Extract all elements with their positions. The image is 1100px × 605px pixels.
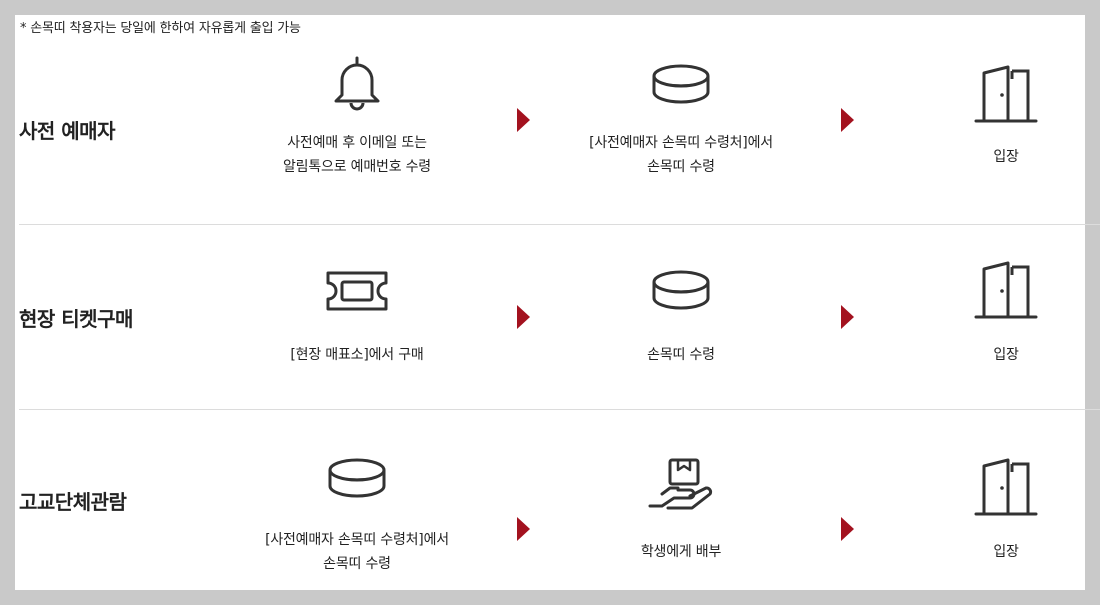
step-arrow-icon bbox=[841, 305, 854, 329]
step-receive-wristband: 손목띠 수령 bbox=[551, 225, 811, 409]
wristband-icon bbox=[652, 270, 710, 310]
step-caption-line1: 손목띠 수령 bbox=[647, 347, 715, 363]
step-receive-wristband: [사전예매자 손목띠 수령처]에서 손목띠 수령 bbox=[227, 410, 487, 590]
row-onsite-purchase: 현장 티켓구매 [현장 매표소]에서 구매 손목띠 수령 bbox=[19, 225, 1085, 409]
step-arrow-icon bbox=[517, 108, 530, 132]
bell-icon bbox=[334, 56, 380, 111]
step-receive-booking-number: 사전예매 후 이메일 또는 알림톡으로 예매번호 수령 bbox=[227, 35, 487, 224]
door-icon bbox=[974, 65, 1038, 123]
ticket-icon bbox=[326, 271, 388, 311]
door-icon bbox=[974, 458, 1038, 516]
wristband-icon bbox=[652, 64, 710, 104]
row-advance-booking: 사전 예매자 사전예매 후 이메일 또는 알림톡으로 예매번호 수령 [사전예매… bbox=[19, 35, 1085, 224]
hand-box-icon bbox=[648, 458, 713, 510]
row-divider bbox=[19, 409, 1100, 410]
step-caption-line1: 사전예매 후 이메일 또는 bbox=[287, 135, 427, 151]
step-caption-line1: [사전예매자 손목띠 수령처]에서 bbox=[589, 135, 773, 151]
step-enter: 입장 bbox=[876, 225, 1100, 409]
row-title: 사전 예매자 bbox=[19, 119, 115, 143]
row-title: 현장 티켓구매 bbox=[19, 306, 133, 331]
step-enter: 입장 bbox=[876, 35, 1100, 224]
step-arrow-icon bbox=[517, 305, 530, 329]
step-caption-line1: [사전예매자 손목띠 수령처]에서 bbox=[265, 532, 449, 548]
step-caption-line2: 손목띠 수령 bbox=[323, 556, 391, 572]
wristband-icon bbox=[328, 458, 386, 498]
step-caption-line1: [현장 매표소]에서 구매 bbox=[290, 347, 424, 363]
step-distribute-to-students: 학생에게 배부 bbox=[551, 410, 811, 590]
step-enter: 입장 bbox=[876, 410, 1100, 590]
step-arrow-icon bbox=[517, 517, 530, 541]
step-caption-line1: 학생에게 배부 bbox=[640, 544, 722, 560]
step-caption-line2: 알림톡으로 예매번호 수령 bbox=[283, 159, 431, 175]
step-arrow-icon bbox=[841, 108, 854, 132]
row-divider bbox=[19, 224, 1100, 225]
step-receive-wristband: [사전예매자 손목띠 수령처]에서 손목띠 수령 bbox=[551, 35, 811, 224]
notice-text: * 손목띠 착용자는 당일에 한하여 자유롭게 출입 가능 bbox=[20, 21, 301, 36]
row-title: 고교단체관람 bbox=[19, 489, 127, 514]
step-arrow-icon bbox=[841, 517, 854, 541]
step-buy-ticket: [현장 매표소]에서 구매 bbox=[227, 225, 487, 409]
row-school-group: 고교단체관람 [사전예매자 손목띠 수령처]에서 손목띠 수령 학생에게 배부 bbox=[19, 410, 1085, 590]
step-caption-line1: 입장 bbox=[993, 544, 1019, 560]
step-caption-line1: 입장 bbox=[993, 149, 1019, 165]
step-caption-line2: 손목띠 수령 bbox=[647, 159, 715, 175]
door-icon bbox=[974, 261, 1038, 319]
step-caption-line1: 입장 bbox=[993, 347, 1019, 363]
admission-guide-panel: * 손목띠 착용자는 당일에 한하여 자유롭게 출입 가능 사전 예매자 사전예… bbox=[15, 15, 1100, 590]
